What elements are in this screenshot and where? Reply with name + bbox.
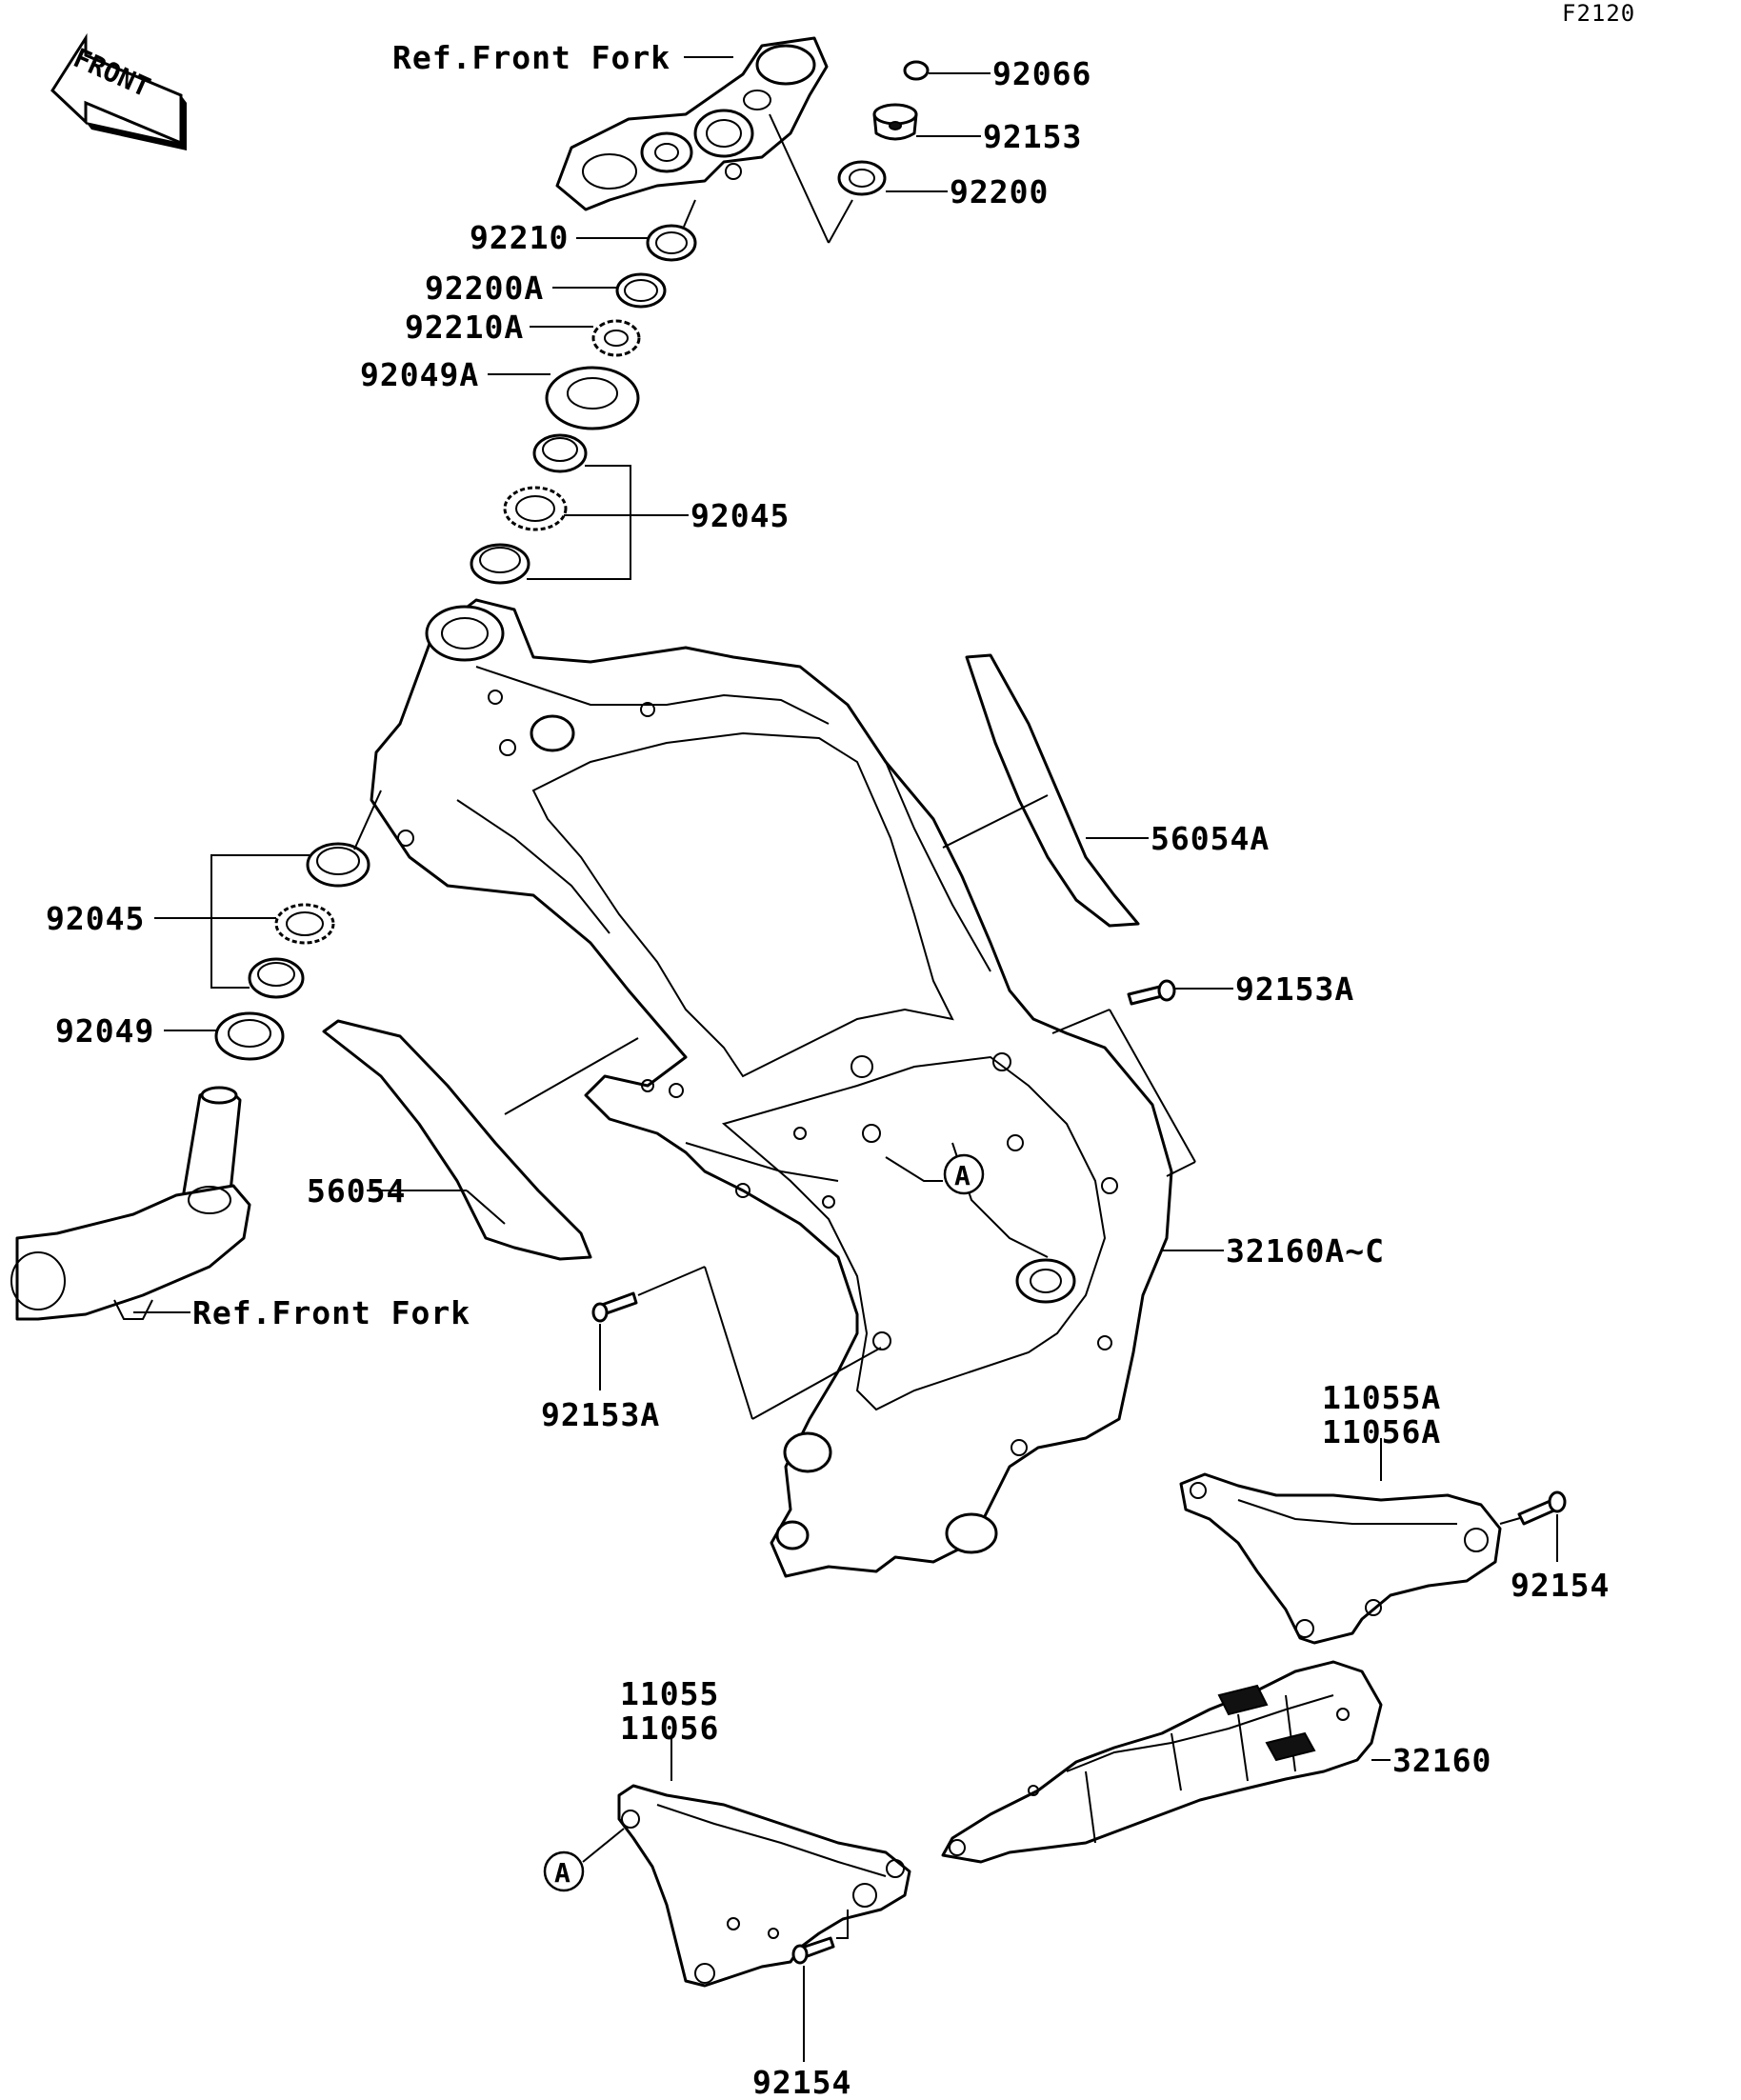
bracket-11055-11056 xyxy=(617,1784,911,1988)
lower-triple-clamp-stem xyxy=(10,1086,251,1321)
label-11055A: 11055A xyxy=(1322,1379,1441,1416)
bolt-92153A-right xyxy=(1127,979,1176,1006)
bolt-92154-bottom xyxy=(791,1936,835,1965)
label-92045-top: 92045 xyxy=(690,497,790,534)
bolt-92154-right xyxy=(1517,1490,1567,1526)
label-92210: 92210 xyxy=(470,219,569,256)
dust-seal-92049A xyxy=(545,366,640,430)
label-92154-right: 92154 xyxy=(1511,1567,1610,1604)
stem-nut-92153 xyxy=(872,103,918,141)
locknut-92210 xyxy=(646,224,697,262)
label-92066: 92066 xyxy=(992,55,1091,92)
label-92153A-right: 92153A xyxy=(1235,970,1354,1008)
figure-code: F2120 xyxy=(1562,0,1635,27)
label-11056A: 11056A xyxy=(1322,1413,1441,1450)
callout-A-bracket: A xyxy=(543,1850,585,1892)
washer-92200A xyxy=(615,272,667,309)
sub-frame-32160 xyxy=(941,1660,1383,1864)
label-32160: 32160 xyxy=(1392,1742,1491,1779)
label-92045-left: 92045 xyxy=(46,900,145,937)
frame-cover-56054 xyxy=(322,1019,592,1261)
locknut-92210A xyxy=(591,319,641,357)
label-92210A: 92210A xyxy=(405,309,524,346)
label-92200: 92200 xyxy=(950,173,1049,210)
label-92200A: 92200A xyxy=(425,270,544,307)
svg-text:A: A xyxy=(954,1160,971,1191)
label-11056: 11056 xyxy=(620,1710,719,1747)
stem-cap-92066 xyxy=(903,60,930,81)
label-11055: 11055 xyxy=(620,1675,719,1712)
washer-92200 xyxy=(837,160,887,196)
ref-front-fork-bottom-label: Ref.Front Fork xyxy=(192,1294,470,1331)
ref-front-fork-top-label: Ref.Front Fork xyxy=(392,39,670,76)
dust-seal-92049 xyxy=(214,1011,285,1061)
label-56054A: 56054A xyxy=(1151,820,1270,857)
main-frame-32160A-C xyxy=(370,598,1173,1578)
label-92154-bottom: 92154 xyxy=(752,2064,851,2100)
label-92153: 92153 xyxy=(983,118,1082,155)
bolt-92153A-left xyxy=(591,1291,638,1323)
callout-A-frame: A xyxy=(943,1153,985,1195)
label-92153A-left: 92153A xyxy=(541,1396,660,1433)
svg-text:A: A xyxy=(554,1857,570,1889)
front-direction-arrow-icon: FRONT xyxy=(50,32,187,150)
label-56054: 56054 xyxy=(307,1172,406,1210)
frame-cover-56054A xyxy=(965,653,1140,928)
upper-triple-clamp xyxy=(555,36,829,211)
upper-bearing-set-92045 xyxy=(470,433,588,585)
label-32160A-C: 32160A~C xyxy=(1226,1232,1385,1270)
label-92049A: 92049A xyxy=(360,356,479,393)
label-92049: 92049 xyxy=(55,1012,154,1050)
lower-bearing-set-92045 xyxy=(248,842,370,999)
bracket-11055A-11056A xyxy=(1179,1472,1502,1645)
